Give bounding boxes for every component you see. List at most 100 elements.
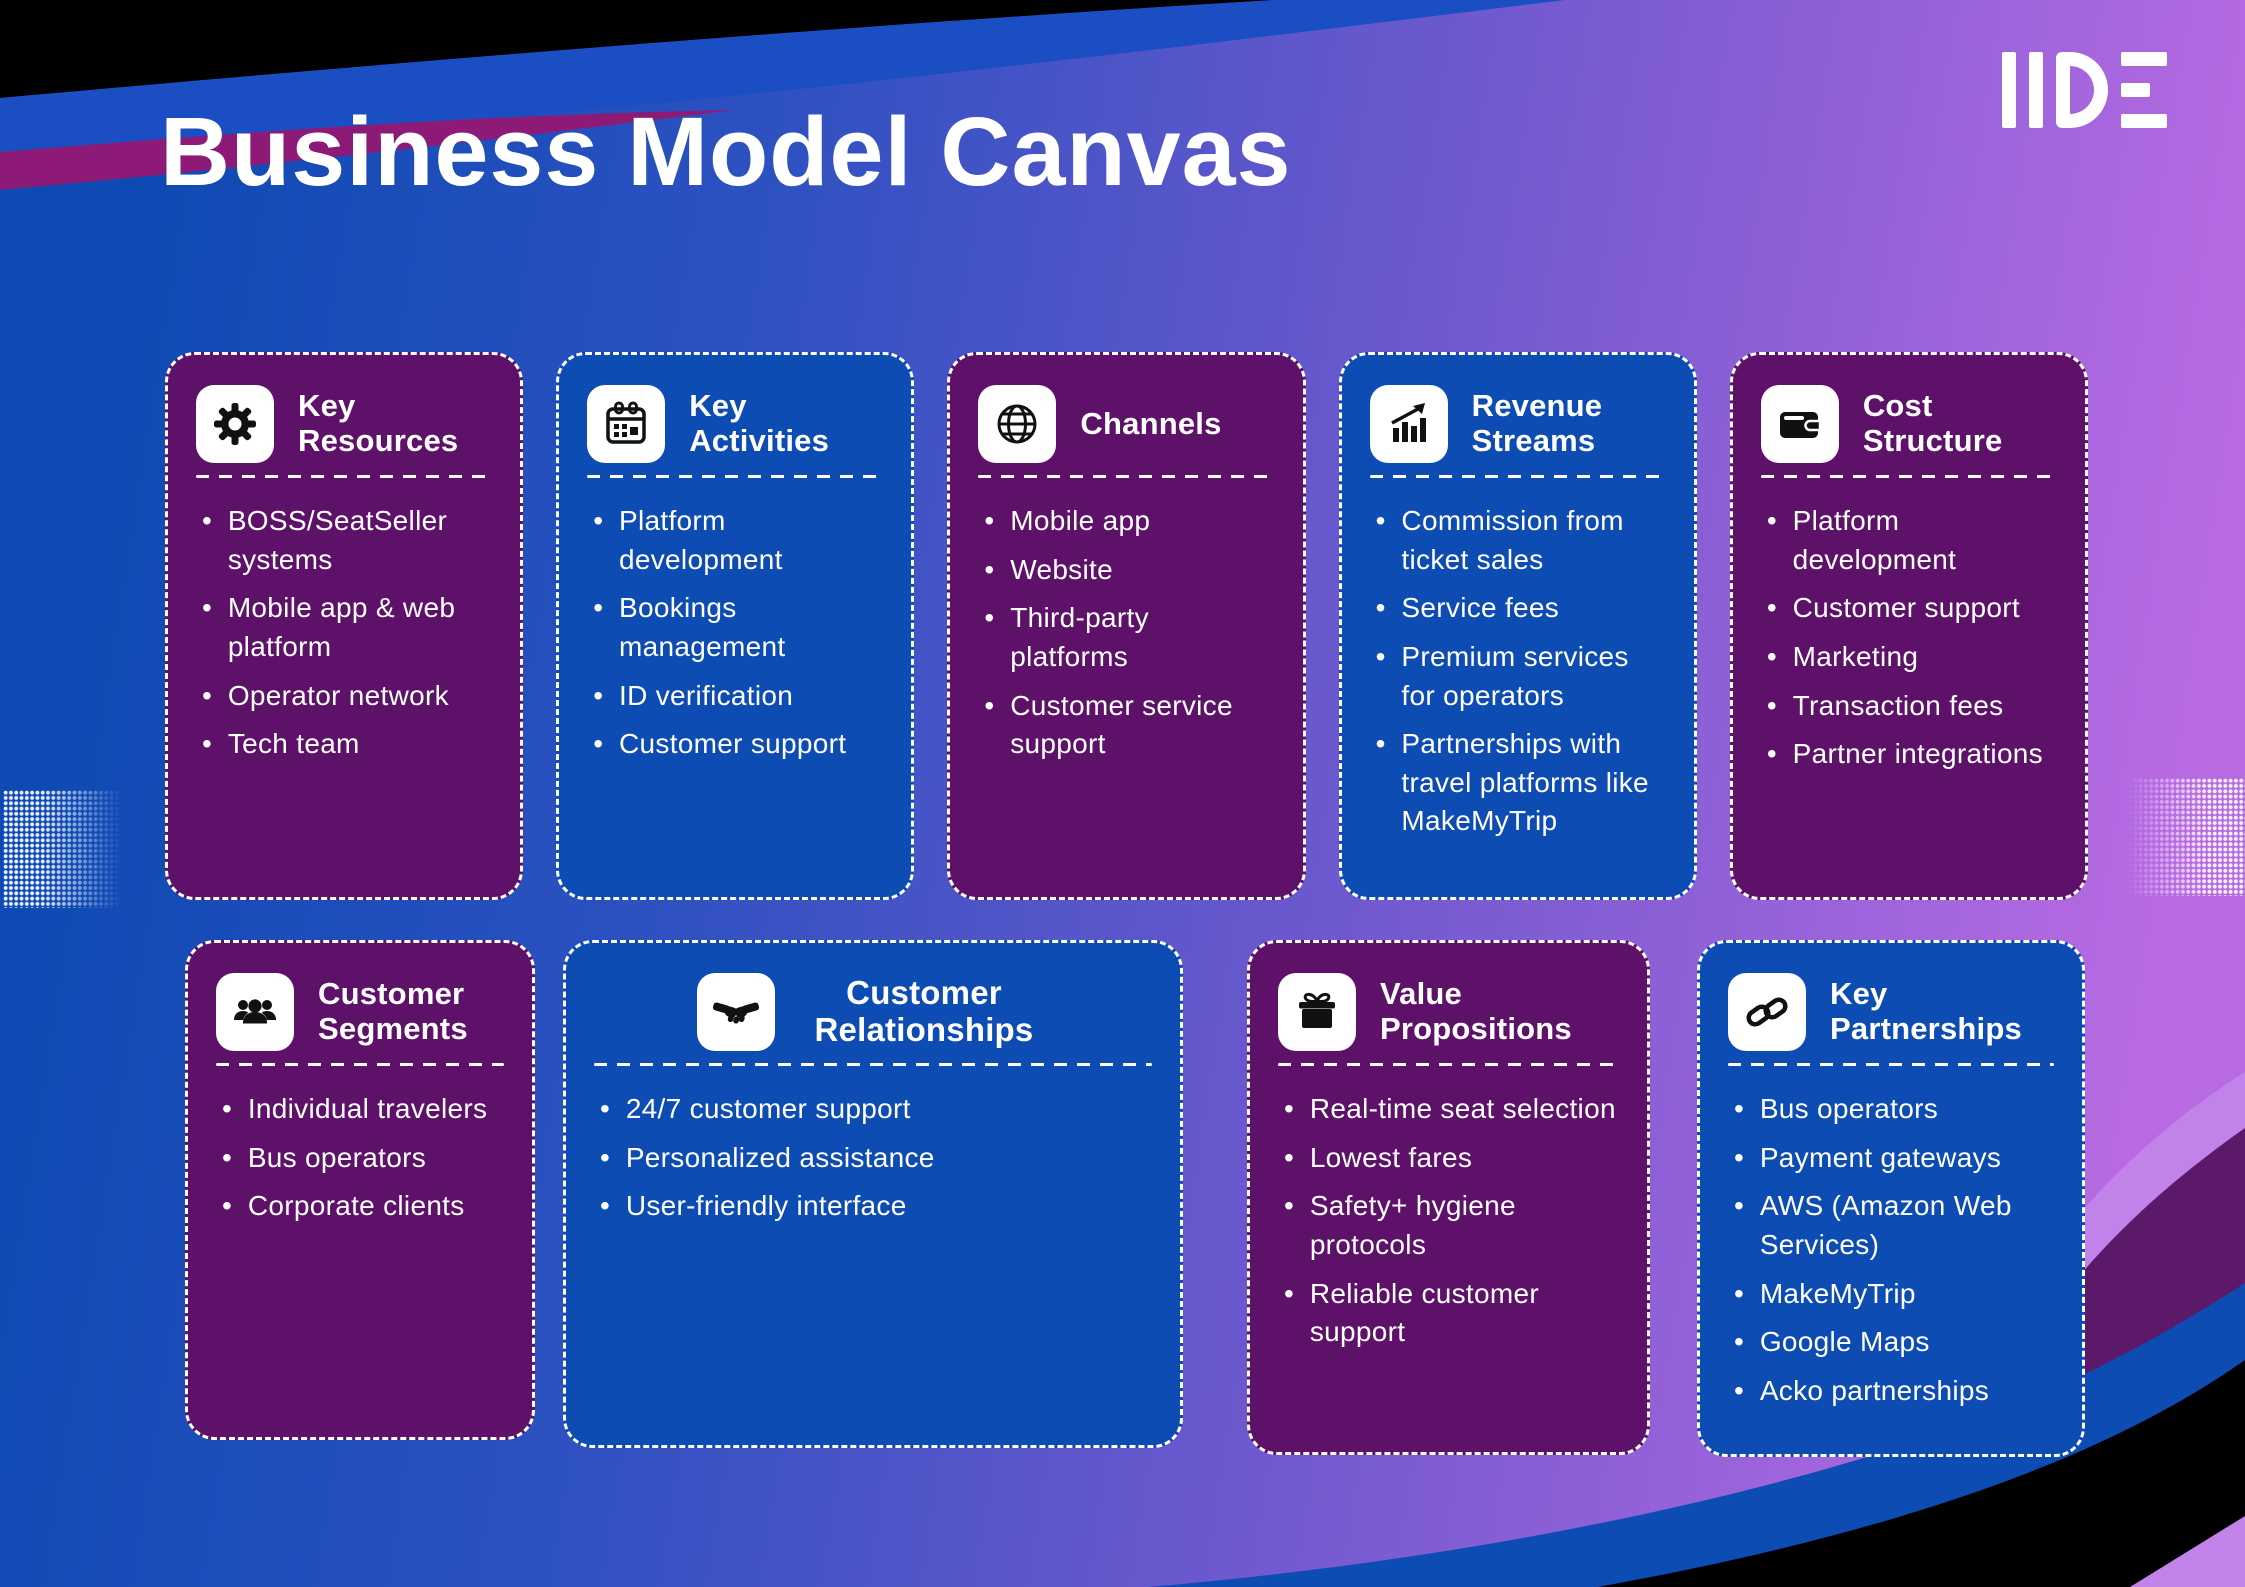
card-title: Cost Structure [1862, 388, 2003, 458]
halftone-dots-right [2122, 778, 2245, 896]
bullet-icon: • [1734, 1141, 1744, 1173]
list-item: •Acko partnerships [1728, 1372, 2054, 1411]
list-item-text: Google Maps [1759, 1326, 1930, 1358]
list-item-text: Transaction fees [1792, 689, 2004, 721]
calendar-icon [587, 385, 666, 463]
card-channels: Channels •Mobile app•Website•Third-party… [947, 352, 1306, 900]
list-item-text: ID verification [619, 679, 794, 711]
list-item: •Mobile app [978, 502, 1274, 541]
card-title: Key Resources [298, 388, 459, 458]
list-item-text: Safety+ hygiene protocols [1309, 1190, 1516, 1260]
bullet-icon: • [1284, 1190, 1294, 1222]
list-item: •Google Maps [1728, 1323, 2054, 1362]
list-item-text: Service fees [1401, 592, 1560, 624]
list-item-text: Commission from ticket sales [1401, 505, 1624, 575]
list-item: •Operator network [196, 677, 492, 716]
bullet-icon: • [593, 679, 604, 711]
bullet-icon: • [1734, 1093, 1744, 1124]
list-item: •Real-time seat selection [1278, 1090, 1619, 1129]
card-list: • BOSS/SeatSeller systems • Mobile app & we… [196, 502, 492, 764]
dashed-separator [594, 1063, 1152, 1066]
list-item-text: Customer support [619, 728, 847, 760]
list-item: •Website [978, 551, 1274, 590]
list-item: •Partner integrations [1761, 735, 2057, 774]
card-title: Key Activities [689, 388, 830, 458]
list-item-text: Marketing [1792, 640, 1919, 672]
list-item: •User-friendly interface [594, 1187, 1152, 1226]
card-title: Value Propositions [1380, 976, 1572, 1046]
bullet-icon: • [1766, 592, 1777, 624]
card-header: Key Partnerships [1728, 973, 2054, 1051]
list-item-text: Mobile app [1010, 505, 1151, 536]
card-title: Key Partnerships [1830, 976, 2022, 1046]
list-item: • ID verification [587, 677, 883, 716]
list-item-text: Operator network [227, 679, 449, 711]
card-cost-structure: Cost Structure •Platform development•Cus… [1729, 352, 2089, 900]
list-item-text: Platform development [619, 505, 783, 575]
list-item-text: Personalized assistance [625, 1141, 935, 1173]
bullet-icon: • [1734, 1190, 1744, 1222]
list-item-text: Customer service support [1010, 689, 1233, 760]
bullet-icon: • [1284, 1141, 1294, 1173]
card-list: •Platform development•Customer support•M… [1761, 502, 2057, 774]
dashed-separator [1369, 475, 1666, 478]
list-item: • Service fees [1370, 589, 1666, 628]
bullet-icon: • [1734, 1277, 1744, 1309]
list-item: •Bus operators [1728, 1090, 2054, 1129]
list-item: •MakeMyTrip [1728, 1275, 2054, 1314]
list-item-text: Partner integrations [1792, 738, 2043, 770]
bullet-icon: • [593, 505, 604, 536]
bullet-icon: • [600, 1093, 610, 1124]
bullet-icon: • [1766, 505, 1777, 536]
card-header: Value Propositions [1278, 973, 1619, 1051]
growth-chart-icon [1369, 385, 1448, 463]
people-icon [216, 973, 294, 1051]
bullet-icon: • [202, 592, 212, 624]
bullet-icon: • [984, 553, 995, 585]
card-list: •Mobile app•Website•Third-party platform… [978, 502, 1274, 764]
list-item: •Commission from ticket sales [1370, 502, 1666, 579]
list-item: • Safety+ hygiene protocols [1278, 1187, 1619, 1264]
list-item-text: Corporate clients [247, 1190, 465, 1222]
list-item: •Platform development [1761, 502, 2057, 579]
list-item-text: BOSS/SeatSeller systems [227, 505, 448, 575]
list-item: • Platform development [587, 502, 883, 579]
list-item-text: Bus operators [247, 1141, 427, 1173]
list-item-text: 24/7 customer support [625, 1093, 911, 1124]
list-item-text: AWS (Amazon Web Services) [1759, 1190, 2012, 1260]
list-item-text: Mobile app & web platform [227, 592, 456, 662]
card-title: Customer Segments [318, 976, 468, 1046]
bullet-icon: • [600, 1141, 610, 1173]
card-key-activities: Key Activities •Platform development•Boo… [556, 352, 915, 900]
list-item-text: Lowest fares [1309, 1141, 1473, 1173]
list-item: • Lowest fares [1278, 1139, 1619, 1178]
card-customer-segments: Customer Segments •Individual travelers•… [185, 940, 535, 1440]
list-item-text: Customer support [1792, 592, 2020, 624]
logo-letter-i [2029, 52, 2043, 128]
card-header: Cost Structure [1760, 385, 2057, 463]
iide-logo: IIDE [2002, 52, 2167, 128]
canvas-row-bottom: Customer Segments •Individual travelers•… [185, 940, 2085, 1457]
bullet-icon: • [222, 1141, 232, 1173]
card-header: Key Activities [587, 385, 883, 463]
bullet-icon: • [984, 602, 995, 634]
list-item: •Marketing [1761, 638, 2057, 677]
logo-letter-e [2121, 52, 2167, 128]
bullet-icon: • [1375, 592, 1386, 624]
logo-letter-i [2002, 52, 2016, 128]
list-item-text: Acko partnerships [1759, 1374, 1990, 1406]
card-revenue-streams: Revenue Streams •Commission from ticket … [1338, 352, 1697, 900]
bottom-right-corner-triangle [2130, 1516, 2245, 1587]
card-title: Customer Relationships [814, 974, 1034, 1048]
bullet-icon: • [1284, 1093, 1294, 1124]
page-title: Business Model Canvas [160, 97, 1292, 206]
bullet-icon: • [593, 728, 604, 760]
bullet-icon: • [1375, 728, 1386, 760]
card-value-propositions: Value Propositions •Real-time seat selec… [1247, 940, 1650, 1455]
dashed-separator [196, 475, 493, 478]
wallet-icon [1760, 385, 1839, 463]
bullet-icon: • [202, 728, 212, 760]
list-item-text: User-friendly interface [625, 1190, 907, 1222]
list-item-text: Reliable customer support [1309, 1277, 1540, 1348]
dashed-separator [1728, 1063, 2054, 1066]
